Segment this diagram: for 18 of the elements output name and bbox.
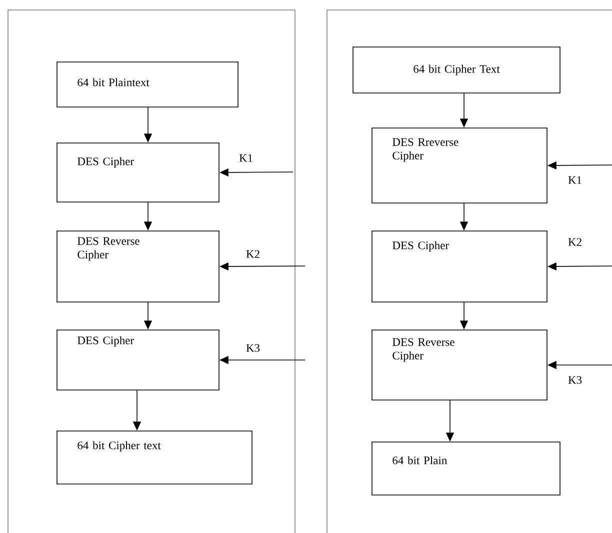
process-box: DES Rreverse Cipher (372, 128, 548, 204)
panel-frame (326, 10, 612, 533)
key-label: K2 (244, 249, 262, 259)
process-box: DES Cipher (372, 230, 548, 302)
process-box: DES Cipher (56, 330, 220, 390)
process-box: DES Cipher (56, 142, 220, 202)
process-box: 64 bit Cipher text (56, 430, 252, 484)
process-box: DES Reverse Cipher (56, 230, 220, 302)
process-box: 64 bit Plain (372, 442, 560, 496)
process-box: 64 bit Plaintext (56, 62, 238, 108)
key-label: K3 (244, 343, 262, 353)
key-label: K1 (238, 153, 254, 163)
key-label: K1 (566, 175, 584, 185)
panel-frame (8, 10, 296, 533)
key-label: K3 (566, 375, 584, 385)
key-label: K2 (566, 237, 584, 247)
process-box: 64 bit Cipher Text (352, 46, 560, 94)
process-box: DES Reverse Cipher (372, 330, 548, 400)
